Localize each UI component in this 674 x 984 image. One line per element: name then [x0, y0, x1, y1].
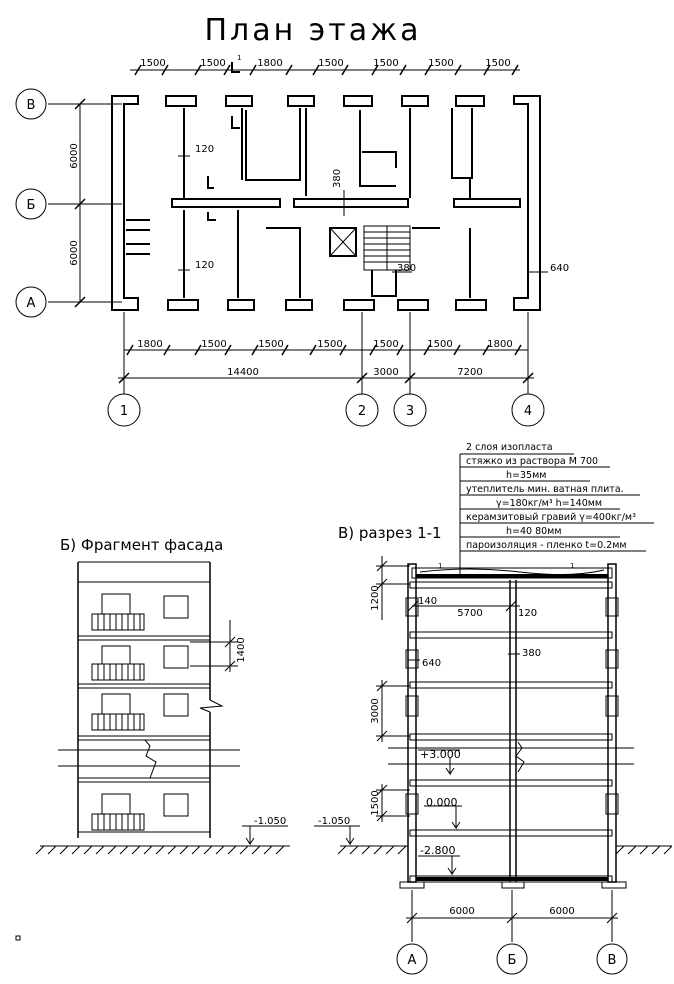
dim-bottom-3: 1500 [258, 339, 283, 350]
layer-4: утеплитель мин. ватная плита. [466, 484, 624, 495]
section-layers: 2 слоя изопласта стяжко из раствора М 70… [459, 442, 654, 578]
level-minus28: -2.800 [420, 844, 455, 857]
dim-top-1: 1500 [140, 58, 165, 69]
level-plus3: +3.000 [420, 748, 461, 761]
section-axis-b: Б [508, 953, 517, 968]
dim-bottom-1: 1800 [137, 339, 162, 350]
dim-top-7: 1500 [485, 58, 510, 69]
section-dim-bottom-1: 6000 [449, 906, 474, 917]
axis-row-b: Б [27, 198, 36, 213]
layer-3: h=35мм [506, 470, 546, 481]
dim-bottom-6: 1500 [427, 339, 452, 350]
corner-dot [15, 935, 21, 941]
inner-dim-4: 380 [397, 263, 416, 274]
plan-section-marks: 1 [207, 54, 241, 221]
dim-top-4: 1500 [318, 58, 343, 69]
layer-1: 2 слоя изопласта [466, 442, 553, 453]
inner-dim-3: 380 [332, 169, 343, 188]
section-inner-dim-2: 5700 [457, 608, 482, 619]
dim-bottom-2: 1500 [201, 339, 226, 350]
dim-bottom-5: 1500 [373, 339, 398, 350]
dim-top-2: 1500 [200, 58, 225, 69]
dim-top-3: 1800 [257, 58, 282, 69]
layer-7: h=40 80мм [506, 526, 562, 537]
section-drawing: 1 1 +3.000 0.000 [314, 556, 673, 975]
section-inner-dim-4: 640 [422, 658, 441, 669]
level-zero: 0.000 [426, 796, 458, 809]
roof-mark-1: 1 [438, 562, 442, 570]
plan-col-axes: 1 2 3 4 [107, 312, 545, 427]
axis-col-1: 1 [120, 404, 128, 419]
layer-8: пароизоляция - пленко t=0.2мм [466, 540, 627, 551]
section-dim-left-1: 1200 [370, 585, 381, 610]
section-mark-label: 1 [237, 54, 241, 62]
plan-title: План этажа [204, 13, 421, 48]
facade-dim: 1400 [236, 637, 247, 662]
dim-total-2: 3000 [373, 367, 398, 378]
plan-dims-bottom: 1800 1500 1500 1500 1500 1500 1800 14400… [118, 339, 534, 384]
dim-left-2: 6000 [69, 240, 80, 265]
plan-dims-left: 6000 6000 [48, 98, 122, 308]
plan-dims-top: 1500 1500 1800 1500 1500 1500 1500 [130, 58, 520, 76]
layer-2: стяжко из раствора М 700 [466, 456, 598, 467]
axis-row-v: В [27, 98, 36, 113]
section-inner-dim-3: 120 [518, 608, 537, 619]
plan-inner-dims: 120 120 380 380 640 [178, 144, 569, 274]
section-dim-left-2: 3000 [370, 698, 381, 723]
dim-total-3: 7200 [457, 367, 482, 378]
section-inner-dim-1: 140 [418, 596, 437, 607]
section-dim-left-3: 1500 [370, 790, 381, 815]
dim-left-1: 6000 [69, 143, 80, 168]
section-dim-bottom-2: 6000 [549, 906, 574, 917]
facade-level: -1.050 [254, 816, 286, 827]
layer-6: керамзитовый гравий γ=400кг/м³ [466, 512, 636, 523]
facade-drawing: 1400 -1.050 [35, 561, 290, 855]
inner-dim-1: 120 [195, 144, 214, 155]
level-ground: -1.050 [318, 816, 350, 827]
section-axis-a: А [408, 953, 417, 968]
dim-top-6: 1500 [428, 58, 453, 69]
layer-5: γ=180кг/м³ h=140мм [496, 498, 602, 509]
axis-col-2: 2 [358, 404, 366, 419]
dim-total-1: 14400 [227, 367, 259, 378]
section-axis-v: В [608, 953, 617, 968]
roof-mark-2: 1 [570, 562, 574, 570]
dim-top-5: 1500 [373, 58, 398, 69]
section-title: В) разрез 1-1 [338, 524, 442, 542]
section-inner-dim-5: 380 [522, 648, 541, 659]
dim-bottom-7: 1800 [487, 339, 512, 350]
inner-dim-2: 120 [195, 260, 214, 271]
axis-row-a: А [27, 296, 36, 311]
facade-title: Б) Фрагмент фасада [60, 536, 223, 554]
inner-dim-5: 640 [550, 263, 569, 274]
plan-walls [111, 95, 541, 311]
plan-row-axes: В Б А [15, 88, 47, 318]
axis-col-3: 3 [406, 404, 414, 419]
axis-col-4: 4 [524, 404, 532, 419]
dim-bottom-4: 1500 [317, 339, 342, 350]
